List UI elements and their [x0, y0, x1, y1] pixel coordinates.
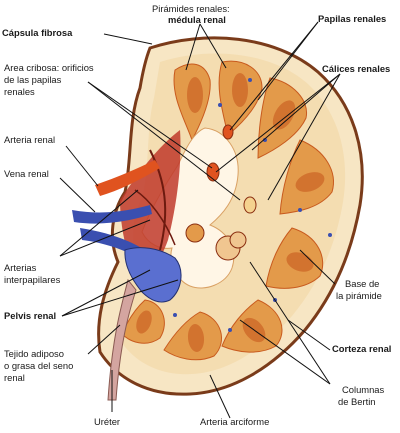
label-base-piramide-1: Base de — [345, 278, 380, 289]
label-tejido-2: o grasa del seno — [4, 360, 74, 371]
label-ureter: Uréter — [94, 416, 121, 427]
label-arterias-1: Arterias — [4, 262, 37, 273]
label-arterias-2: interpapilares — [4, 274, 61, 285]
minor-calyces — [185, 124, 257, 261]
label-capsula-fibrosa: Cápsula fibrosa — [2, 27, 73, 38]
label-columnas-2: de Bertin — [338, 396, 376, 407]
label-medula-renal: médula renal — [168, 14, 226, 25]
label-area-cribosa-1: Area cribosa: orificios — [4, 62, 94, 73]
label-arteria-renal: Arteria renal — [4, 134, 56, 145]
label-area-cribosa-2: de las papilas — [4, 74, 62, 85]
label-corteza-renal: Corteza renal — [332, 343, 392, 354]
label-vena-renal: Vena renal — [4, 168, 49, 179]
label-columnas-1: Columnas — [342, 384, 385, 395]
label-pelvis-renal: Pelvis renal — [4, 310, 57, 321]
label-tejido-1: Tejido adiposo — [4, 348, 64, 359]
label-tejido-3: renal — [4, 372, 25, 383]
renal-pelvis-vessels — [72, 130, 182, 401]
label-base-piramide-2: la pirámide — [336, 290, 382, 301]
leader-lines — [59, 21, 341, 419]
label-piramides-renales: Pirámides renales: — [152, 3, 230, 14]
label-calices-renales: Cálices renales — [322, 63, 391, 74]
label-area-cribosa-3: renales — [4, 86, 35, 97]
label-papilas-renales: Papilas renales — [318, 13, 387, 24]
label-arteria-arciforme: Arteria arciforme — [200, 416, 270, 427]
